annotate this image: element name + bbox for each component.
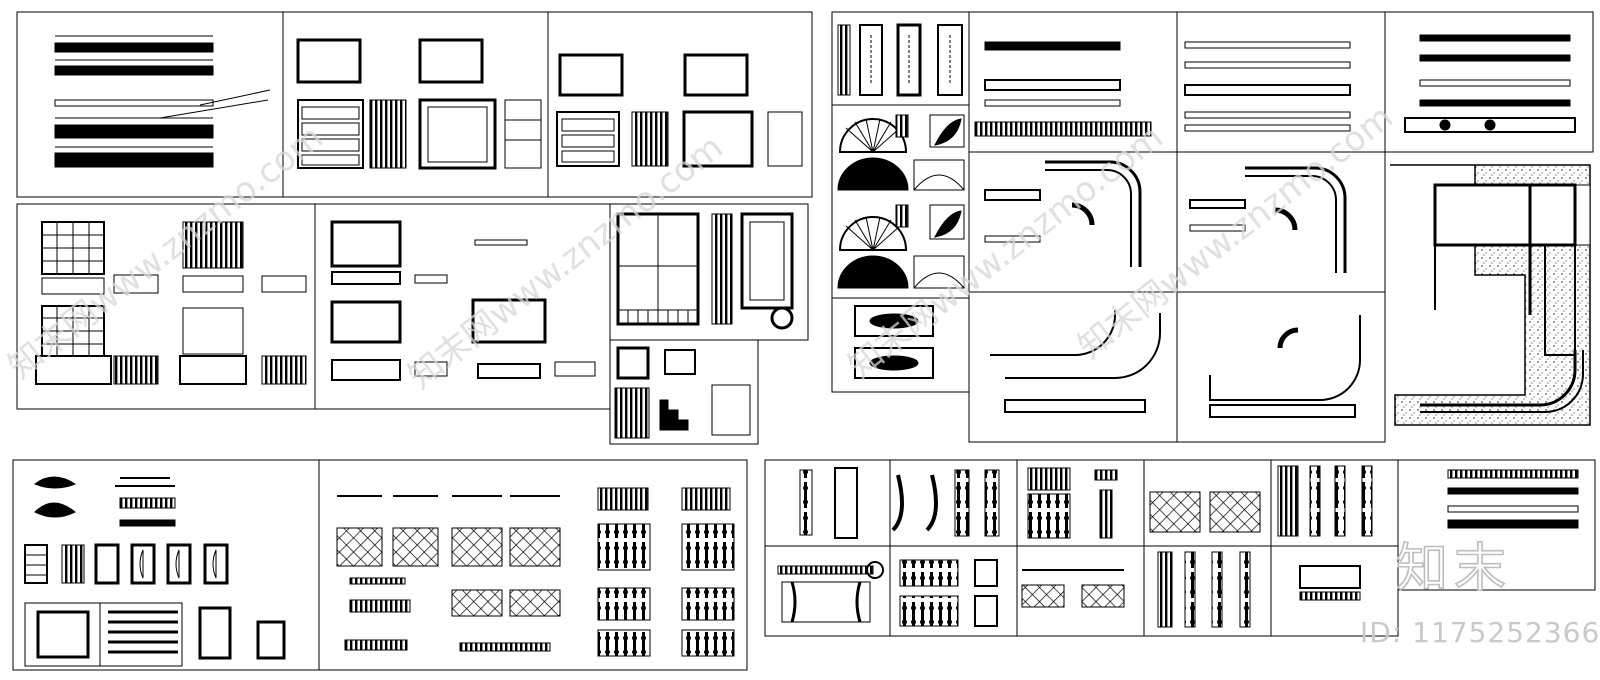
bookcase-elevations — [35, 221, 307, 385]
sheet-d-frames — [764, 459, 1596, 637]
bench-elevations — [330, 220, 596, 381]
small-details — [614, 346, 751, 439]
l-shaped-cabinet-plan — [1390, 164, 1591, 426]
lattice-grids — [336, 487, 735, 657]
sheet-c-frames — [12, 459, 748, 671]
carved-panels — [854, 305, 934, 379]
glass-door-elevations — [616, 212, 794, 330]
cornice-details — [974, 34, 1576, 137]
pilaster-details — [837, 23, 963, 97]
panel-and-frame-details — [24, 476, 286, 667]
corner-moulding-plans — [984, 160, 1361, 418]
sheet-b-frames — [831, 11, 1594, 443]
moulding-strips — [54, 35, 271, 168]
railing-details — [777, 465, 1579, 628]
cabinet-elevations — [296, 38, 803, 170]
fan-ornaments — [837, 114, 965, 289]
sheet-a-frames — [16, 11, 813, 445]
resource-id-label: ID: 1175252366 — [1360, 616, 1600, 649]
znzmo-logo: 知末 — [1395, 538, 1512, 598]
logo-text: 知末 — [1396, 539, 1512, 598]
